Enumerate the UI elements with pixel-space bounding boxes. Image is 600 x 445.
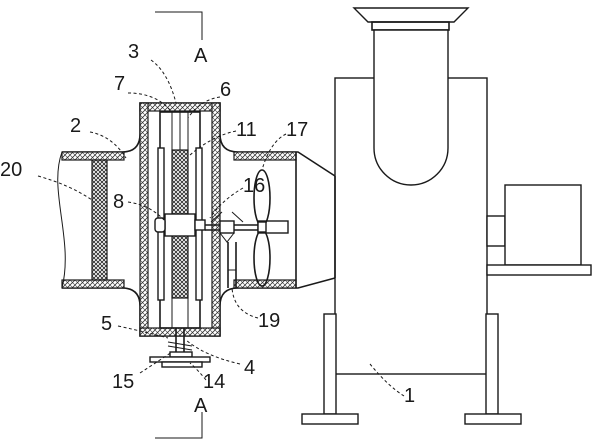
label-2: 2	[70, 115, 81, 137]
leader-lines	[37, 59, 405, 397]
section-line-a	[155, 11, 203, 439]
label-15: 15	[112, 371, 134, 393]
hopper	[352, 7, 470, 31]
push-rod	[149, 328, 211, 368]
label-11: 11	[236, 119, 257, 141]
connecting-block	[154, 213, 206, 237]
label-17: 17	[286, 119, 308, 141]
label-16: 16	[243, 175, 265, 197]
label-14: 14	[203, 371, 225, 393]
bracket-19	[227, 242, 237, 288]
label-3: 3	[128, 41, 139, 63]
section-mark-top: A	[194, 45, 208, 67]
label-6: 6	[220, 79, 231, 101]
support-legs	[301, 313, 522, 425]
label-7: 7	[114, 73, 125, 95]
filter-mesh	[91, 159, 108, 281]
section-mark-bottom: A	[194, 395, 208, 417]
machine-body	[334, 29, 488, 375]
label-19: 19	[258, 310, 280, 332]
motor-housing	[486, 184, 592, 276]
label-1: 1	[404, 385, 415, 407]
label-8: 8	[113, 191, 124, 213]
label-5: 5	[101, 313, 112, 335]
label-4: 4	[244, 357, 255, 379]
label-20: 20	[0, 159, 22, 181]
